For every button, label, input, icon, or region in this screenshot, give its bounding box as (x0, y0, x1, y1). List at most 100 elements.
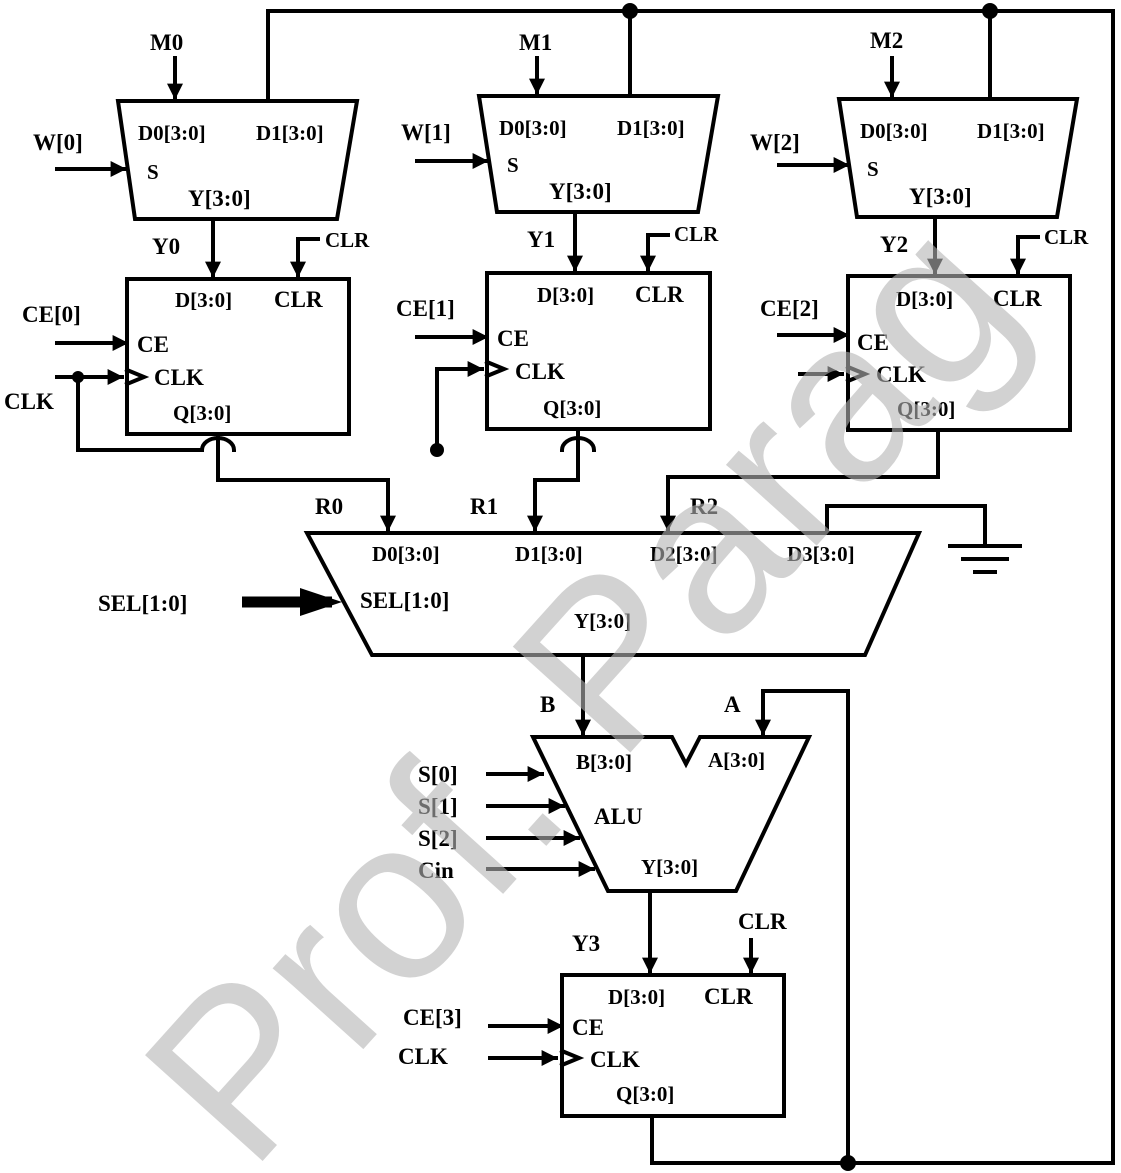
clr2-wire (1010, 235, 1040, 275)
signal-ce3: CE[3] (403, 1005, 462, 1030)
signal-ce1: CE[1] (396, 296, 455, 321)
register-0: D[3:0] CLR CE CLK Q[3:0] (124, 277, 351, 436)
register-3: D[3:0] CLR CE CLK Q[3:0] (559, 973, 786, 1118)
port-clr-label: CLR (274, 287, 323, 312)
port-q-label: Q (897, 397, 913, 421)
signal-s2: S[2] (418, 826, 458, 851)
clr1-wire (640, 233, 670, 272)
components: D0[3:0] D1[3:0] S Y[3:0] D0[3:0] D1[3:0]… (115, 94, 1080, 1118)
port-d1-label: D1 (515, 542, 541, 566)
signal-clr-0: CLR (325, 228, 370, 252)
svg-text:Q[3:0]: Q[3:0] (616, 1082, 674, 1106)
svg-text:D0[3:0]: D0[3:0] (499, 116, 567, 140)
register-2: D[3:0] CLR CE CLK Q[3:0] (845, 274, 1072, 432)
svg-text:D[3:0]: D[3:0] (608, 985, 665, 1009)
svg-text:Q[3:0]: Q[3:0] (897, 397, 955, 421)
sel-arrow-head (300, 588, 342, 616)
svg-text:D[3:0]: D[3:0] (537, 283, 594, 307)
port-clk-label: CLK (590, 1047, 640, 1072)
svg-text:D1[3:0]: D1[3:0] (977, 119, 1045, 143)
clk-bus (76, 375, 204, 452)
port-s-label: S (147, 160, 159, 184)
port-y-label: Y (641, 855, 656, 879)
svg-text:D1[3:0]: D1[3:0] (515, 542, 583, 566)
clock-triangle (124, 367, 150, 387)
port-d3-label: D3 (787, 542, 813, 566)
port-d0-label: D0 (499, 116, 525, 140)
port-q-label: Q (616, 1082, 632, 1106)
port-ce-label: CE (497, 326, 529, 351)
port-a-label: A (708, 748, 724, 772)
mux-0: D0[3:0] D1[3:0] S Y[3:0] (115, 99, 360, 221)
signal-m2: M2 (870, 28, 903, 53)
wires (55, 3, 1115, 1171)
port-clr-label: CLR (993, 286, 1042, 311)
signal-labels: M0 M1 M2 W[0] W[1] W[2] Y0 Y1 Y2 CLR CLR… (4, 28, 1089, 1069)
port-q-label: Q (173, 401, 189, 425)
clk-to-reg1 (435, 361, 484, 452)
signal-clr-2: CLR (1044, 225, 1089, 249)
svg-text:A[3:0]: A[3:0] (708, 748, 765, 772)
svg-text:Y[3:0]: Y[3:0] (574, 609, 631, 633)
junction-dot (982, 3, 998, 19)
signal-cin: Cin (418, 858, 454, 883)
junction-dot (430, 443, 444, 457)
junction-dot (622, 3, 638, 19)
register-1: D[3:0] CLR CE CLK Q[3:0] (484, 271, 712, 431)
svg-text:D1[3:0]: D1[3:0] (617, 116, 685, 140)
signal-ce0: CE[0] (22, 302, 81, 327)
port-d1-label: D1 (977, 119, 1003, 143)
port-s-label: S (507, 153, 519, 177)
port-d0-label: D0 (860, 119, 886, 143)
port-d0-label: D0 (138, 121, 164, 145)
clr0-wire (290, 237, 320, 278)
r1-wire (527, 427, 580, 532)
mux-4to1: D0[3:0] D1[3:0] D2[3:0] D3[3:0] SEL[1:0]… (303, 531, 923, 657)
signal-s1: S[1] (418, 794, 458, 819)
signal-y2: Y2 (880, 232, 908, 257)
port-d1-label: D1 (256, 121, 282, 145)
port-d-label: D (608, 985, 623, 1009)
clock-triangle (559, 1048, 585, 1068)
port-clr-label: CLR (704, 984, 753, 1009)
alu-title: ALU (594, 804, 643, 829)
port-b-label: B (576, 750, 590, 774)
svg-text:D[3:0]: D[3:0] (896, 287, 953, 311)
signal-y0: Y0 (152, 234, 180, 259)
feedback-bus (266, 9, 1115, 1165)
junction-dot (840, 1155, 856, 1171)
port-y-label: Y (188, 186, 205, 211)
signal-m0: M0 (150, 30, 183, 55)
port-d2-label: D2 (650, 542, 676, 566)
mux-1: D0[3:0] D1[3:0] S Y[3:0] (476, 94, 721, 214)
signal-r1: R1 (470, 494, 498, 519)
port-clk-label: CLK (154, 365, 204, 390)
ground-wire (825, 504, 987, 548)
signal-clk-3: CLK (398, 1044, 448, 1069)
r0-wire (216, 432, 396, 532)
signal-m1: M1 (519, 30, 552, 55)
port-d1-label: D1 (617, 116, 643, 140)
svg-text:Q[3:0]: Q[3:0] (543, 396, 601, 420)
port-q-label: Q (543, 396, 559, 420)
port-ce-label: CE (572, 1015, 604, 1040)
svg-text:D2[3:0]: D2[3:0] (650, 542, 718, 566)
port-ce-label: CE (857, 330, 889, 355)
signal-clr-3: CLR (738, 909, 787, 934)
port-d-label: D (175, 288, 190, 312)
port-y-label: Y (549, 179, 566, 204)
signal-y3: Y3 (572, 931, 600, 956)
signal-clr-1: CLR (674, 222, 719, 246)
r2-wire (660, 428, 940, 532)
port-sel-label: SEL[1:0] (360, 588, 449, 613)
signal-s0: S[0] (418, 762, 458, 787)
signal-r0: R0 (315, 494, 343, 519)
svg-text:D0[3:0]: D0[3:0] (860, 119, 928, 143)
port-clk-label: CLK (876, 362, 926, 387)
signal-a: A (724, 692, 741, 717)
feedback-to-alu-a (755, 689, 850, 1165)
alu: B[3:0] A[3:0] ALU Y[3:0] (529, 735, 813, 893)
signal-y1: Y1 (527, 227, 555, 252)
svg-text:Y[3:0]: Y[3:0] (909, 184, 972, 209)
